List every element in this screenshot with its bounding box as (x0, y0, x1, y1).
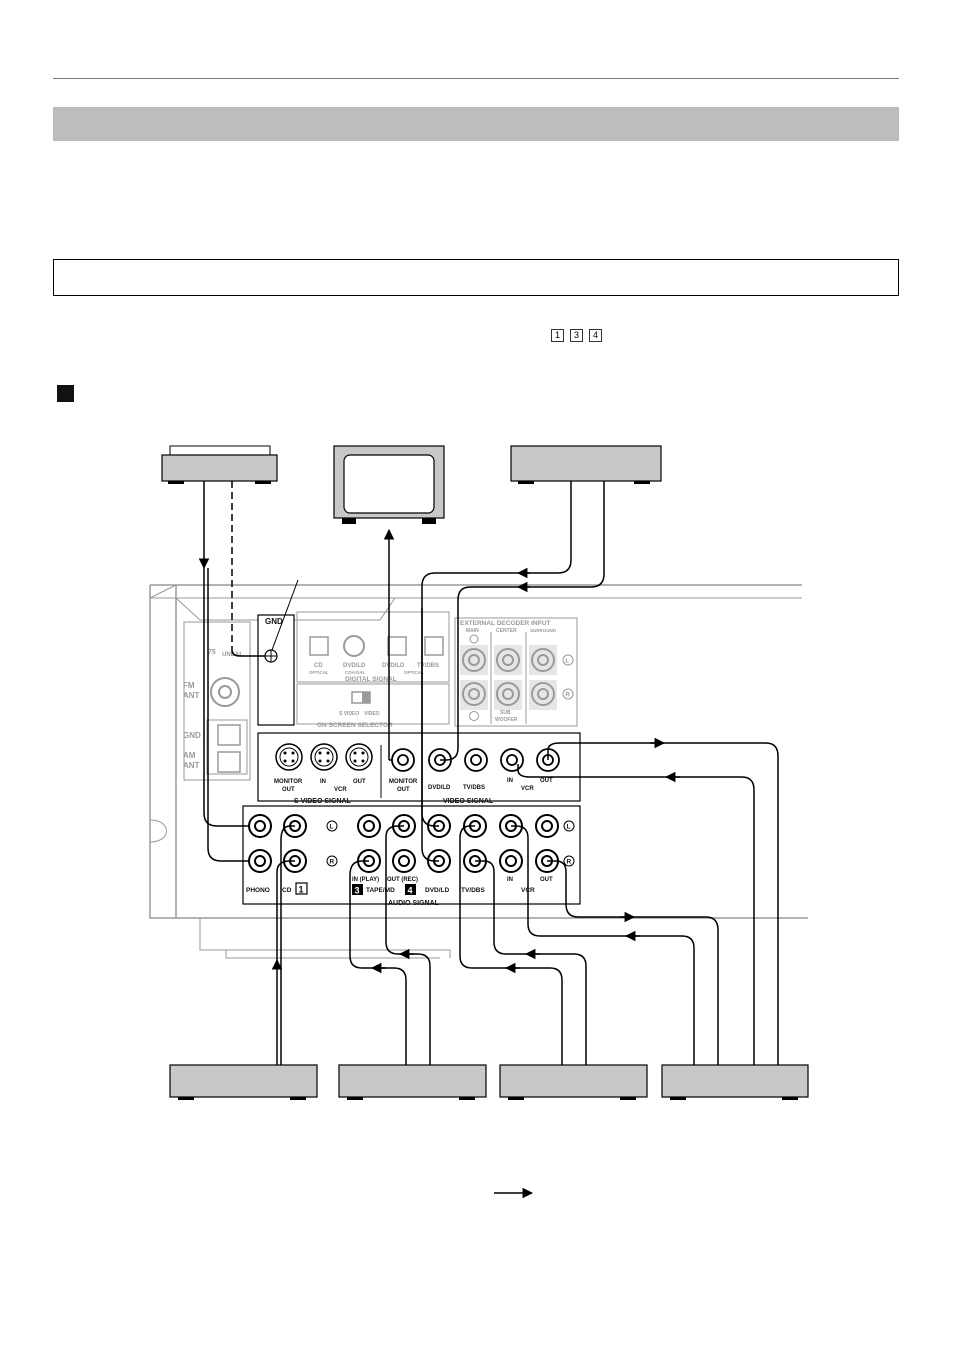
ext-decoder-title: EXTERNAL DECODER INPUT (460, 620, 551, 627)
v-vcr-label: VCR (521, 786, 534, 792)
v-in-label: IN (507, 778, 513, 784)
sv-monitor-out-label: OUT (282, 787, 295, 793)
v-monitor-label: MONITOR (389, 779, 418, 785)
onscreen-svideo: S VIDEO (339, 711, 359, 717)
monitor-tv-device (333, 445, 445, 524)
cd-player-device (169, 1064, 318, 1100)
ext-center: CENTER (496, 628, 517, 634)
audio-in-label: IN (507, 877, 513, 883)
ref-1: 1 (551, 329, 564, 342)
dvd-player-device (510, 445, 662, 484)
section-bullet-square (57, 385, 74, 402)
connection-cables (198, 481, 779, 1065)
turntable-device (161, 445, 278, 484)
s-video-signal-title: S VIDEO SIGNAL (294, 798, 352, 805)
v-monitor-out-label: OUT (397, 787, 410, 793)
onscreen-video: VIDEO (364, 711, 380, 717)
digital-opt-sub: OPTICAL (404, 670, 424, 675)
s-video-vcr-in-jack (310, 743, 338, 771)
am-ant-label: ANT (183, 761, 200, 770)
fm-ant-label: ANT (183, 691, 200, 700)
audio-r-left: R (330, 859, 335, 866)
section-header-band (53, 107, 899, 141)
digital-dvd-sub: COAXIAL (345, 670, 366, 675)
s-video-monitor-out-jack (275, 743, 303, 771)
tv-dbs-tuner-device (499, 1064, 648, 1100)
digital-dvd-label: DVD/LD (343, 663, 366, 669)
ref-3: 3 (570, 329, 583, 342)
receiver-rear-panel: 75 FM ANT GND AM ANT GND UNBAL CD OPTICA… (149, 584, 808, 959)
sv-in-label: IN (320, 779, 326, 785)
v-out-label: OUT (540, 778, 553, 784)
top-rule (53, 78, 899, 79)
num-1-box: 1 (299, 885, 304, 895)
ext-woofer: WOOFER (495, 717, 518, 723)
am-label: AM (183, 751, 196, 760)
video-signal-title: VIDEO SIGNAL (443, 798, 494, 805)
digital-cd-label: CD (314, 663, 323, 669)
in-play-label: IN (PLAY) (352, 877, 379, 883)
phono-label: PHONO (246, 887, 270, 894)
cd-label: CD (282, 887, 292, 894)
ohm-label: 75 (208, 649, 216, 656)
audio-signal-title: AUDIO SIGNAL (388, 900, 440, 907)
audio-l-right: L (567, 824, 571, 831)
ref-4: 4 (589, 329, 602, 342)
tape-deck-device (338, 1064, 487, 1100)
audio-dvdld-label: DVD/LD (425, 887, 450, 894)
v-tvdbs-label: TV/DBS (463, 785, 485, 791)
sv-out-label: OUT (353, 779, 366, 785)
audio-out-label: OUT (540, 877, 553, 883)
ext-main: MAIN (466, 628, 479, 634)
audio-tvdbs-label: TV/DBS (461, 887, 486, 894)
num-3-box: 3 (355, 886, 360, 896)
digital-signal-title: DIGITAL SIGNAL (345, 676, 397, 683)
gnd-label: GND (265, 617, 283, 626)
vcr-device (661, 1064, 809, 1100)
sv-monitor-label: MONITOR (274, 779, 303, 785)
s-video-vcr-out-jack (345, 743, 373, 771)
number-references: 1 3 4 (551, 329, 602, 342)
out-rec-label: OUT (REC) (387, 877, 418, 883)
unbal-label: UNBAL (222, 652, 243, 658)
ext-surround: SURROUND (530, 628, 557, 633)
sv-vcr-label: VCR (334, 787, 347, 793)
ext-sub: SUB (500, 710, 511, 716)
v-dvdld-label: DVD/LD (428, 785, 451, 791)
audio-l-left: L (330, 824, 334, 831)
audio-r-right: R (567, 859, 572, 866)
note-box (53, 259, 899, 296)
tape-md-label: TAPE/MD (366, 887, 395, 894)
digital-tvdbs-label: TV/DBS (417, 663, 439, 669)
ext-r: R (566, 693, 571, 699)
digital-cd-sub: OPTICAL (309, 670, 329, 675)
fm-label: FM (183, 681, 195, 690)
num-4-box: 4 (408, 886, 413, 896)
digital-dvd2-label: DVD/LD (382, 663, 405, 669)
gnd-side-label: GND (183, 731, 201, 740)
ext-l: L (566, 659, 570, 665)
onscreen-title: ON SCREEN SELECTOR (317, 722, 393, 729)
